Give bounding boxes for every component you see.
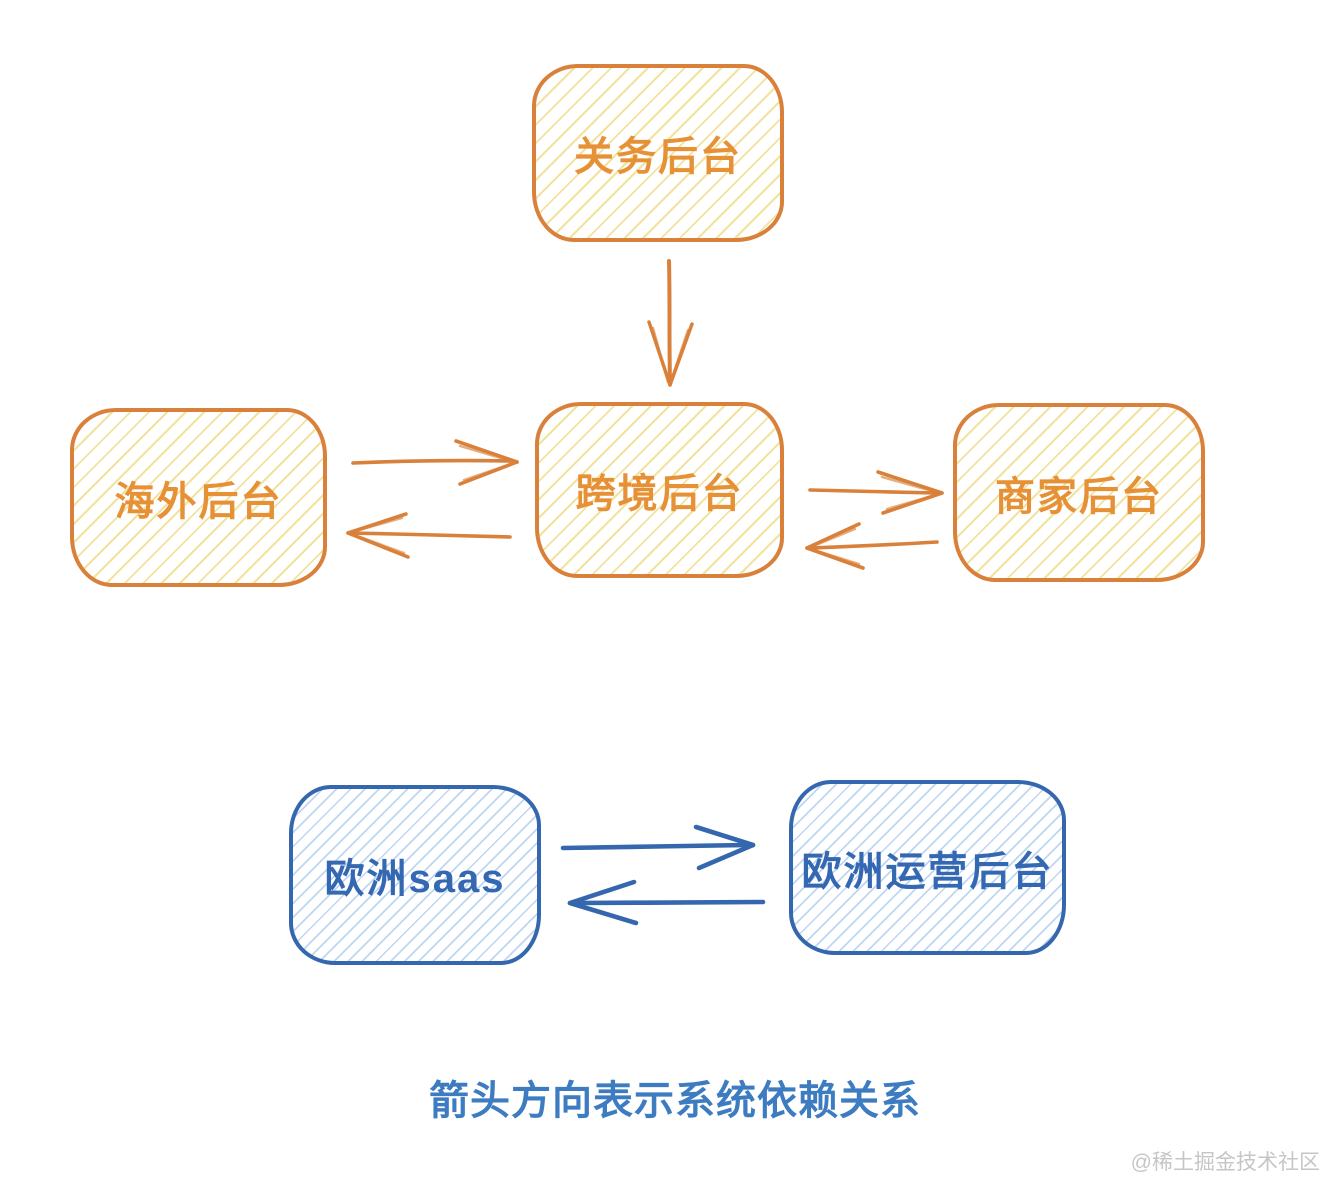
arrow-overseas-to-crossborder-icon bbox=[351, 439, 519, 486]
node-merchant-label: 商家后台 bbox=[995, 474, 1163, 519]
watermark: @稀土掘金技术社区 bbox=[1130, 1151, 1320, 1174]
node-overseas-label: 海外后台 bbox=[114, 479, 283, 524]
arrow-saas-to-ops-icon bbox=[560, 824, 756, 871]
arrow-crossborder-to-overseas-icon bbox=[346, 512, 512, 559]
node-europe-saas-label: 欧洲saas bbox=[324, 857, 506, 901]
arrow-ops-to-saas-icon bbox=[567, 879, 766, 926]
node-crossborder-backend: 跨境后台 bbox=[535, 402, 784, 578]
arrow-customs-to-crossborder-icon bbox=[647, 259, 694, 387]
arrow-merchant-to-crossborder-icon bbox=[805, 522, 939, 570]
node-customs-backend: 关务后台 bbox=[532, 64, 784, 242]
diagram-caption: 箭头方向表示系统依赖关系 bbox=[429, 1079, 921, 1123]
node-customs-label: 关务后台 bbox=[574, 135, 742, 179]
node-europe-ops-backend: 欧洲运营后台 bbox=[789, 780, 1066, 955]
node-merchant-backend: 商家后台 bbox=[953, 403, 1205, 582]
arrow-crossborder-to-merchant-icon bbox=[808, 470, 944, 515]
node-europe-ops-label: 欧洲运营后台 bbox=[801, 849, 1054, 894]
node-crossborder-label: 跨境后台 bbox=[575, 472, 744, 516]
node-europe-saas: 欧洲saas bbox=[289, 785, 541, 965]
node-overseas-backend: 海外后台 bbox=[70, 408, 327, 587]
